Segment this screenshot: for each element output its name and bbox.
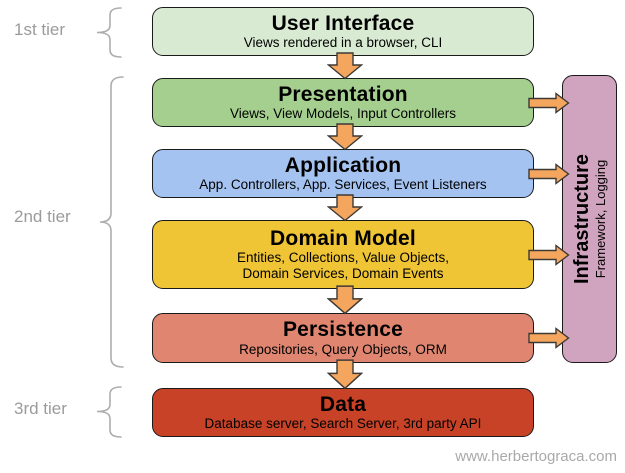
arrow-down-persistence-to-data-icon [327,359,363,390]
arrow-right-persistence-to-infrastructure-icon [528,327,570,349]
application-title: Application [284,153,402,177]
domain-model-subtitle-line1: Entities, Collections, Value Objects, [236,250,450,266]
infrastructure-title: Infrastructure [570,153,593,285]
persistence-title: Persistence [282,318,404,342]
arrow-right-presentation-to-infrastructure-icon [528,92,570,114]
arrow-down-ui-to-presentation-icon [327,52,363,80]
layer-box-presentation: Presentation Views, View Models, Input C… [152,78,534,127]
arrow-right-application-to-infrastructure-icon [528,163,570,185]
data-title: Data [319,392,367,416]
data-subtitle: Database server, Search Server, 3rd part… [204,416,482,432]
user-interface-title: User Interface [271,11,415,35]
persistence-subtitle: Repositories, Query Objects, ORM [239,341,447,357]
layer-box-application: Application App. Controllers, App. Servi… [152,149,534,198]
tier-label-2nd: 2nd tier [14,207,71,226]
tier3-brace-icon [96,386,122,438]
arrow-down-application-to-domain-icon [327,194,363,222]
application-subtitle: App. Controllers, App. Services, Event L… [199,177,487,193]
layer-box-user-interface: User Interface Views rendered in a brows… [152,7,534,56]
website-watermark: www.herbertograca.com [455,448,617,465]
infrastructure-rotated-text: Infrastructure Framework, Logging [570,154,608,284]
tier2-brace-icon [99,76,124,368]
tier-label-1st: 1st tier [14,20,66,39]
tier1-brace-icon [96,7,122,58]
domain-model-subtitle-line2: Domain Services, Domain Events [242,266,444,282]
layer-box-domain-model: Domain Model Entities, Collections, Valu… [152,220,534,289]
arrow-right-domain-to-infrastructure-icon [528,244,570,266]
domain-model-title: Domain Model [270,226,416,250]
presentation-title: Presentation [278,82,408,106]
user-interface-subtitle: Views rendered in a browser, CLI [243,35,443,51]
layer-box-data: Data Database server, Search Server, 3rd… [152,388,534,437]
arrow-down-presentation-to-application-icon [327,123,363,151]
presentation-subtitle: Views, View Models, Input Controllers [229,106,457,122]
tier-label-3rd: 3rd tier [14,399,67,418]
infrastructure-subtitle: Framework, Logging [592,159,608,279]
arrow-down-domain-to-persistence-icon [327,285,363,315]
layer-box-infrastructure: Infrastructure Framework, Logging [562,75,617,363]
layer-box-persistence: Persistence Repositories, Query Objects,… [152,313,534,363]
